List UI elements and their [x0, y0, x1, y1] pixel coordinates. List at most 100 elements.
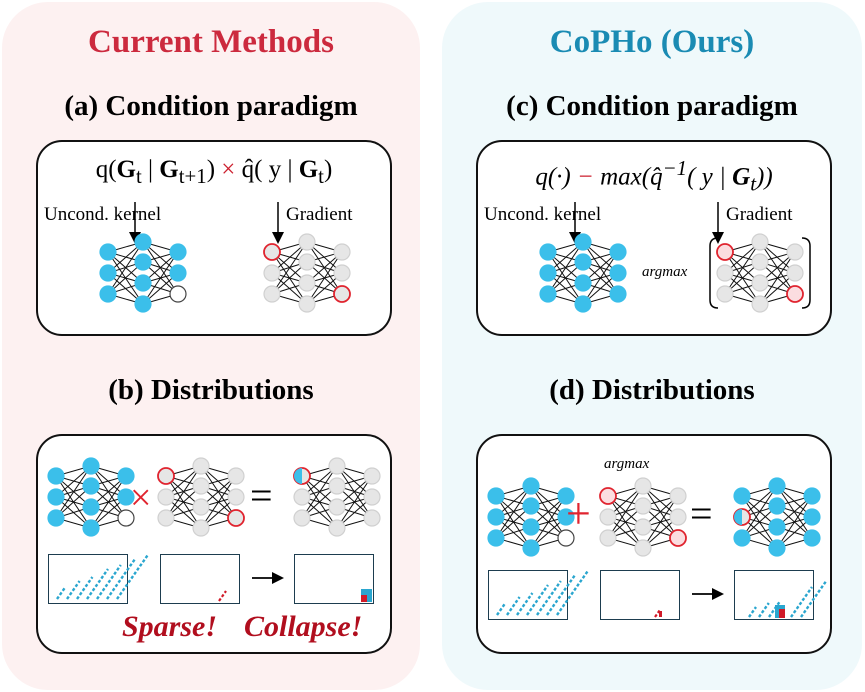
- argmax-label-c: argmax: [642, 264, 688, 280]
- uncond-kernel-label-a: Uncond. kernel: [44, 204, 162, 225]
- matrix-stripe: [546, 574, 576, 616]
- left-bracket-icon: [709, 237, 719, 309]
- matrix-stripe: [86, 568, 109, 600]
- network-node: [803, 508, 821, 526]
- network-node: [634, 477, 652, 495]
- sparse-matrix: [160, 554, 240, 604]
- network-node: [609, 264, 627, 282]
- matrix-stripe: [218, 590, 227, 602]
- network-edge: [530, 495, 567, 549]
- down-arrow-icon: [272, 202, 284, 244]
- network-node: [363, 509, 381, 527]
- network-edge: [271, 241, 308, 295]
- matrix-stripe: [768, 600, 782, 618]
- network-edge: [495, 485, 532, 539]
- matrix-stripe: [76, 576, 94, 600]
- network-node: [47, 509, 65, 527]
- network-node: [768, 477, 786, 495]
- network-edge: [301, 465, 338, 519]
- condition-paradigm-a-box: q(Gt | Gt+1) × q̂( y | Gt) Uncond. kerne…: [36, 140, 392, 336]
- network-node: [487, 529, 505, 547]
- network-node: [751, 295, 769, 313]
- network-node: [134, 253, 152, 271]
- network-node: [539, 243, 557, 261]
- network-node: [363, 467, 381, 485]
- equals-operator: =: [250, 473, 273, 518]
- network-node: [768, 518, 786, 536]
- network-node: [192, 519, 210, 537]
- matrix-stripe: [506, 596, 521, 616]
- condition-paradigm-a-title: (a) Condition paradigm: [64, 90, 358, 122]
- network-node: [669, 508, 687, 526]
- network-node: [192, 498, 210, 516]
- network-node: [192, 457, 210, 475]
- network-edge: [142, 251, 179, 305]
- network-node: [522, 539, 540, 557]
- network-node: [82, 477, 100, 495]
- network-node: [328, 498, 346, 516]
- down-arrow-icon: [569, 202, 581, 244]
- network-node-half: [734, 509, 742, 525]
- matrix-stripe: [106, 558, 136, 600]
- network-node: [134, 295, 152, 313]
- network-edge: [776, 495, 813, 549]
- network-node: [634, 539, 652, 557]
- network-node: [263, 243, 281, 261]
- network-node-half: [294, 468, 302, 484]
- network-node: [557, 529, 575, 547]
- right-bracket-icon: [801, 237, 811, 309]
- dense-matrix: [48, 554, 149, 604]
- minus-symbol: −: [577, 163, 594, 191]
- network-node: [82, 519, 100, 537]
- network-node: [733, 487, 751, 505]
- network-uncond-kernel-c: [539, 233, 627, 313]
- network-node: [328, 477, 346, 495]
- network-node: [522, 518, 540, 536]
- sparse-matrix: [600, 570, 680, 620]
- formula-c: q(·) − max(q̂−1( y | Gt)): [535, 156, 773, 196]
- network-edge: [306, 251, 343, 305]
- matrix-stripe: [96, 564, 122, 600]
- network-node: [609, 285, 627, 303]
- network-node: [157, 509, 175, 527]
- formula-a: q(Gt | Gt+1) × q̂( y | Gt): [95, 156, 333, 188]
- dense-matrix: [488, 570, 589, 620]
- network-result-d: [733, 477, 821, 557]
- distributions-b-box: × = Sparse! Collapse!: [36, 434, 392, 654]
- network-node: [634, 518, 652, 536]
- network-node: [751, 253, 769, 271]
- network-node: [298, 233, 316, 251]
- matrix-stripe: [800, 580, 828, 618]
- network-node: [751, 274, 769, 292]
- network-node: [82, 498, 100, 516]
- network-node: [333, 285, 351, 303]
- network-node: [293, 488, 311, 506]
- network-node: [134, 274, 152, 292]
- network-node: [574, 233, 592, 251]
- network-node: [169, 264, 187, 282]
- network-node: [298, 295, 316, 313]
- times-operator: ×: [130, 477, 152, 519]
- network-node: [539, 264, 557, 282]
- network-node: [363, 488, 381, 506]
- network-node: [716, 285, 734, 303]
- network-edge: [55, 465, 92, 519]
- plus-operator: +: [566, 489, 591, 538]
- argmax-label-d: argmax: [604, 456, 650, 472]
- network-guidance-d: [599, 477, 687, 557]
- matrix-stripe: [526, 584, 549, 616]
- matrix-stripe: [116, 554, 149, 600]
- network-node: [557, 487, 575, 505]
- network-node: [99, 243, 117, 261]
- network-node: [716, 243, 734, 261]
- network-result-b: [293, 457, 381, 537]
- right-arrow-icon: [692, 588, 724, 600]
- network-edge: [741, 485, 778, 539]
- network-node: [117, 488, 135, 506]
- network-edge: [165, 465, 202, 519]
- network-gradient-c-bracketed: [709, 233, 811, 313]
- network-node: [328, 519, 346, 537]
- network-node: [751, 233, 769, 251]
- matrix-stripe: [56, 586, 67, 600]
- network-node: [634, 497, 652, 515]
